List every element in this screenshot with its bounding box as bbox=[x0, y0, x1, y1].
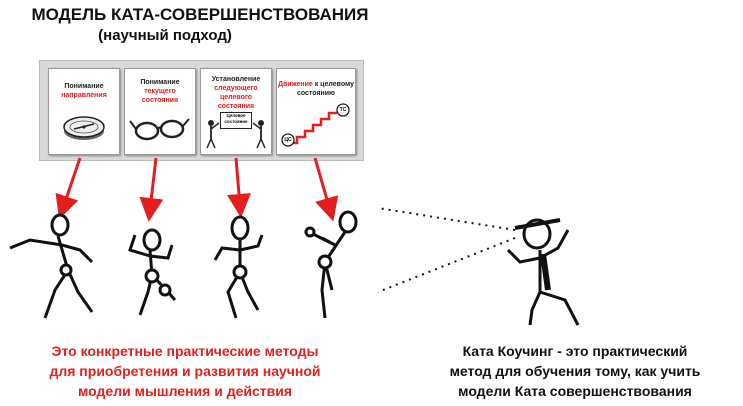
stick-figure-4 bbox=[305, 212, 356, 318]
red-arrows bbox=[63, 158, 330, 210]
caption-left-line-1: Это конкретные практические методы bbox=[15, 341, 355, 361]
caption-kata-methods: Это конкретные практические методы для п… bbox=[15, 341, 355, 401]
caption-kata-coaching: Ката Коучинг - это практический метод дл… bbox=[410, 341, 740, 401]
arrow-3 bbox=[236, 158, 240, 206]
arrow-2 bbox=[150, 158, 156, 210]
arrow-1 bbox=[63, 158, 80, 208]
sight-lines bbox=[378, 208, 515, 292]
stick-figure-2 bbox=[130, 230, 175, 315]
stick-figure-3 bbox=[215, 217, 262, 318]
stick-figure-1 bbox=[10, 215, 92, 318]
arrow-4 bbox=[315, 158, 330, 210]
caption-left-line-2: для приобретения и развития научной bbox=[15, 361, 355, 381]
coach-figure bbox=[508, 220, 578, 325]
caption-right-line-3: модели Ката совершенствования bbox=[410, 381, 740, 401]
caption-right-line-2: метод для обучения тому, как учить bbox=[410, 361, 740, 381]
caption-left-line-3: модели мышления и действия bbox=[15, 381, 355, 401]
caption-right-line-1: Ката Коучинг - это практический bbox=[410, 341, 740, 361]
